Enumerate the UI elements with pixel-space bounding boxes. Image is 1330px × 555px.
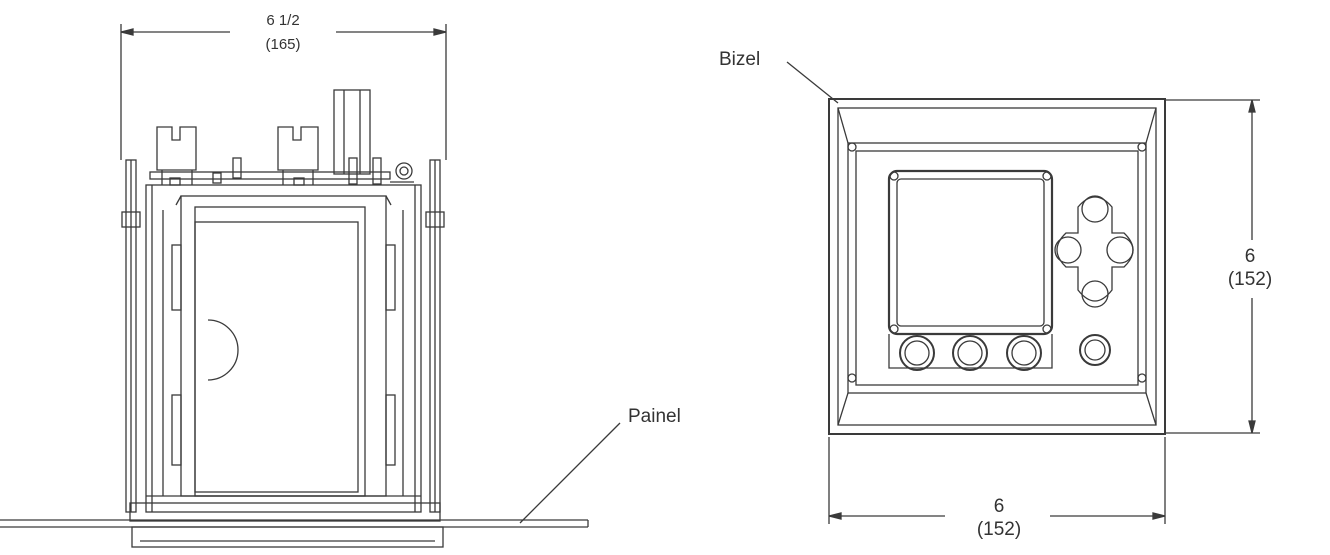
bezel-leader-line (786, 61, 839, 104)
front-keypad (899, 195, 1134, 371)
side-width-dimension (120, 24, 447, 160)
side-width-label-mm: (165) (265, 36, 301, 53)
front-width-label: 6 (993, 496, 1005, 517)
front-bezel (828, 98, 1166, 435)
front-height-label-mm: (152) (1227, 269, 1273, 290)
panel-label: Painel (628, 406, 681, 427)
front-display (887, 169, 1054, 369)
side-top-connectors (149, 89, 414, 186)
bezel-label: Bizel (719, 49, 761, 70)
side-housing (129, 184, 441, 522)
side-width-label: 6 1/2 (266, 12, 300, 29)
front-width-dimension (828, 437, 1166, 524)
front-height-dimension (1165, 99, 1260, 434)
side-inner-body (162, 195, 404, 497)
side-mounting-rails (121, 159, 445, 513)
side-bezel-base (131, 526, 444, 548)
side-view (0, 24, 621, 548)
front-height-label: 6 (1244, 246, 1256, 267)
front-view (786, 61, 1260, 524)
front-width-label-mm: (152) (976, 519, 1022, 540)
